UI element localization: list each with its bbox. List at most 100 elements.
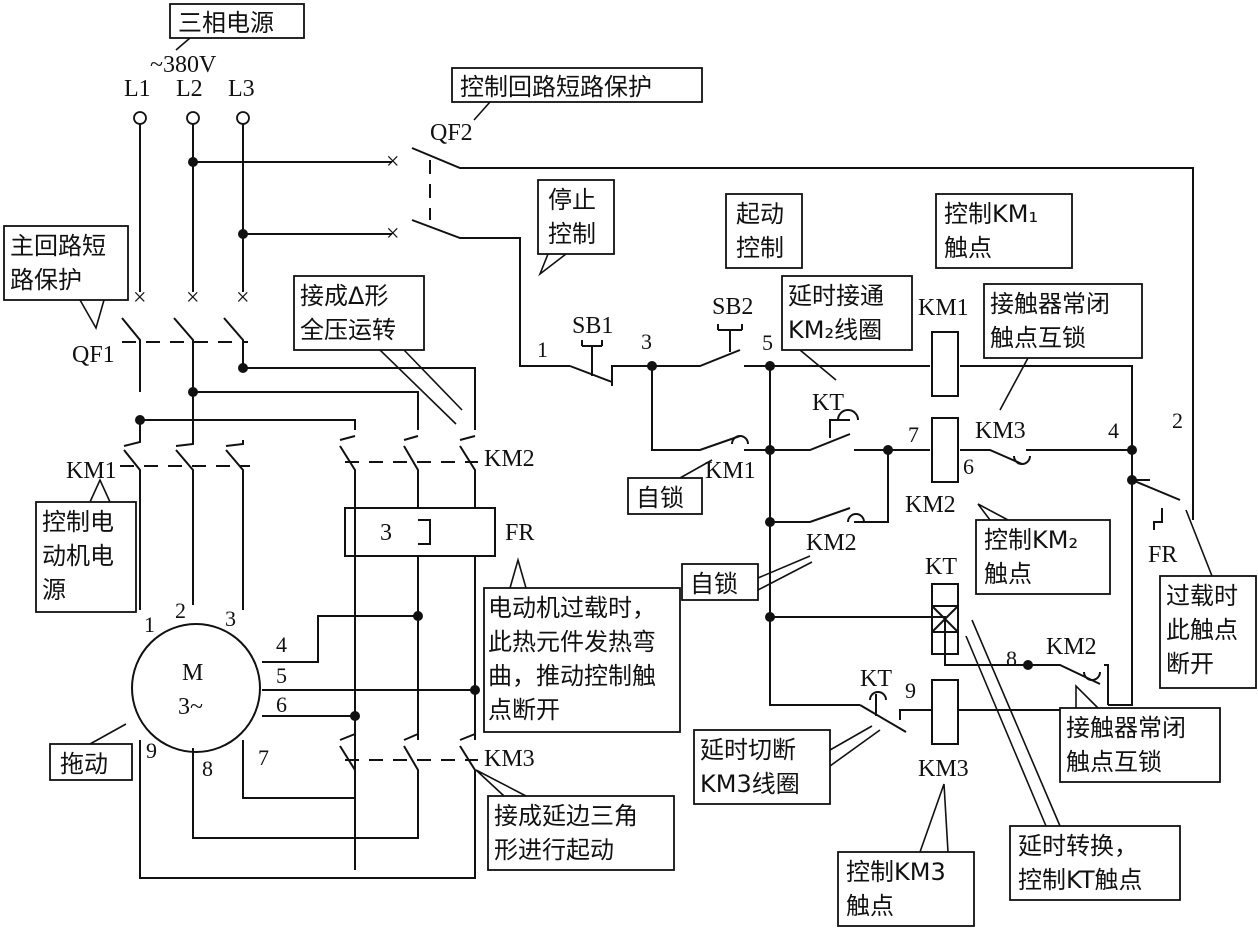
callout-delta: 接成Δ形 全压运转 (293, 275, 463, 425)
callout-main-sc: 主回路短 路保护 (3, 225, 129, 331)
svg-text:延时转换，: 延时转换， (1018, 832, 1138, 860)
svg-text:5: 5 (276, 663, 287, 688)
svg-text:5: 5 (762, 330, 773, 355)
svg-text:控制KM3: 控制KM3 (846, 858, 946, 886)
svg-text:三相电源: 三相电源 (178, 9, 274, 37)
svg-text:动机电: 动机电 (42, 542, 114, 570)
callout-power: 三相电源 ~380V (150, 3, 305, 78)
label-KM3-coil: KM3 (918, 756, 969, 782)
svg-text:曲，推动控制触: 曲，推动控制触 (488, 662, 656, 690)
svg-text:触点: 触点 (944, 234, 992, 262)
callout-start: 起动 控制 (725, 193, 803, 269)
svg-text:6: 6 (276, 692, 287, 717)
svg-text:触点: 触点 (846, 892, 894, 920)
svg-text:延时切断: 延时切断 (700, 736, 796, 764)
motor-M: M (182, 660, 203, 686)
callout-km2-ctrl: 控制KM₂ 触点 (975, 503, 1111, 595)
svg-text:控制KM₂: 控制KM₂ (984, 526, 1078, 554)
svg-text:自锁: 自锁 (636, 484, 684, 512)
label-KM2-main: KM2 (484, 446, 535, 472)
label-QF1: QF1 (72, 342, 115, 368)
svg-text:断开: 断开 (1166, 650, 1214, 678)
svg-text:3: 3 (225, 606, 236, 631)
callout-switch-over: 延时转换， 控制KT触点 (965, 619, 1181, 901)
svg-text:×: × (186, 285, 200, 311)
svg-text:接成延边三角: 接成延边三角 (494, 802, 638, 830)
svg-text:×: × (236, 285, 250, 311)
svg-text:KM₂线圈: KM₂线圈 (788, 316, 882, 344)
svg-text:9: 9 (146, 738, 157, 763)
svg-text:点断开: 点断开 (488, 696, 560, 724)
svg-text:8: 8 (202, 756, 213, 781)
svg-text:2: 2 (1172, 408, 1183, 433)
label-KT-on: KT (812, 390, 844, 416)
svg-text:路保护: 路保护 (10, 266, 82, 294)
svg-text:控制KM₁: 控制KM₁ (944, 200, 1038, 228)
svg-text:×: × (133, 285, 147, 311)
svg-text:3: 3 (641, 329, 652, 354)
svg-text:4: 4 (276, 632, 287, 657)
callout-delay-off: 延时切断 KM3线圈 (693, 725, 881, 805)
callout-overload-fr: 电动机过载时， 此热元件发热弯 曲，推动控制触 点断开 (483, 557, 681, 733)
callout-interlock-top: 接触器常闭 触点互锁 (983, 283, 1143, 411)
svg-text:8: 8 (1006, 646, 1017, 671)
svg-text:接成Δ形: 接成Δ形 (300, 282, 388, 310)
motor-3phase: 3~ (178, 694, 203, 720)
svg-text:触点互锁: 触点互锁 (990, 324, 1086, 352)
label-L2: L2 (176, 76, 203, 102)
svg-text:接触器常闭: 接触器常闭 (1066, 714, 1186, 742)
svg-text:此触点: 此触点 (1166, 616, 1238, 644)
svg-text:起动: 起动 (736, 200, 784, 228)
label-KM2-interlock: KM2 (1046, 634, 1097, 660)
svg-text:KM3线圈: KM3线圈 (700, 770, 800, 798)
label-KM1-main: KM1 (66, 458, 117, 484)
label-FR-main: FR (505, 520, 534, 546)
svg-text:拖动: 拖动 (60, 750, 108, 778)
svg-text:×: × (386, 221, 400, 247)
svg-text:×: × (386, 149, 400, 175)
label-L3: L3 (228, 76, 255, 102)
svg-text:源: 源 (42, 576, 66, 604)
svg-text:全压运转: 全压运转 (300, 316, 396, 344)
label-KM1-coil: KM1 (918, 295, 969, 321)
svg-text:2: 2 (175, 598, 186, 623)
label-KM3-interlock: KM3 (975, 418, 1026, 444)
svg-text:接触器常闭: 接触器常闭 (990, 290, 1110, 318)
callout-stop: 停止 控制 (537, 179, 615, 277)
callout-interlock-bot: 接触器常闭 触点互锁 (1059, 684, 1221, 783)
svg-text:此热元件发热弯: 此热元件发热弯 (488, 628, 656, 656)
svg-text:9: 9 (905, 678, 916, 703)
svg-text:控制: 控制 (736, 234, 784, 262)
callout-self-lock-1: 自锁 (627, 459, 713, 515)
label-KM2-coil: KM2 (905, 492, 956, 518)
svg-text:触点互锁: 触点互锁 (1066, 748, 1162, 776)
callout-km3-ctrl: 控制KM3 触点 (837, 783, 975, 927)
svg-text:7: 7 (258, 745, 269, 770)
svg-text:触点: 触点 (984, 560, 1032, 588)
svg-text:控制KT触点: 控制KT触点 (1018, 866, 1143, 894)
callout-control-sc: 控制回路短路保护 QF2 (430, 67, 703, 146)
svg-text:4: 4 (1108, 418, 1119, 443)
svg-text:过载时: 过载时 (1166, 582, 1238, 610)
label-KT-off: KT (860, 666, 892, 692)
svg-text:1: 1 (537, 337, 548, 362)
svg-text:形进行起动: 形进行起动 (494, 836, 614, 864)
callout-km1-ctrl: 控制KM₁ 触点 (935, 193, 1073, 269)
svg-text:停止: 停止 (548, 186, 596, 214)
svg-text:电动机过载时，: 电动机过载时， (488, 594, 656, 622)
label-KM2-aux: KM2 (806, 530, 857, 556)
svg-text:1: 1 (144, 612, 155, 637)
label-QF2: QF2 (430, 120, 473, 146)
svg-text:控制回路短路保护: 控制回路短路保护 (460, 73, 652, 101)
callout-drive: 拖动 (49, 723, 133, 781)
callout-overload-open: 过载时 此触点 断开 (1159, 509, 1257, 689)
svg-text:自锁: 自锁 (690, 570, 738, 598)
label-FR-ctrl: FR (1148, 542, 1177, 568)
svg-text:控制: 控制 (548, 220, 596, 248)
fr-box-label: 3 (380, 520, 392, 546)
svg-text:6: 6 (963, 454, 974, 479)
label-KM1-aux: KM1 (705, 458, 756, 484)
label-KM3-main: KM3 (484, 746, 535, 772)
